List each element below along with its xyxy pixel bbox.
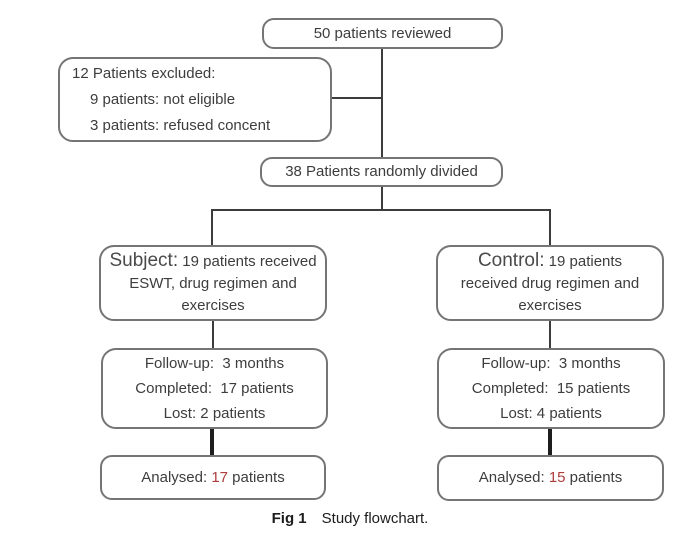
figure-caption-text: Study flowchart. bbox=[321, 510, 429, 527]
control-analysed-text: Analysed: 15 patients bbox=[479, 466, 622, 490]
control-group-line3: exercises bbox=[518, 296, 582, 314]
control-group-line2: received drug regimen and bbox=[460, 274, 640, 292]
subject-followup-box: Follow-up: 3 months Completed: 17 patien… bbox=[101, 348, 328, 429]
subject-group-label: Subject: bbox=[109, 249, 179, 271]
control-followup-box: Follow-up: 3 months Completed: 15 patien… bbox=[437, 348, 665, 429]
connector-split-to-control bbox=[549, 211, 551, 245]
connector-subject-to-followup bbox=[212, 321, 214, 348]
control-followup-lost: Lost: 4 patients bbox=[500, 405, 602, 422]
control-group-line1-text: 19 patients bbox=[548, 252, 623, 270]
control-analysed-suffix: patients bbox=[565, 469, 623, 486]
connector-excluded-branch bbox=[332, 97, 381, 99]
connector-reviewed-to-randomized bbox=[381, 49, 383, 157]
subject-group-line1-text: 19 patients received bbox=[182, 252, 317, 270]
connector-subject-followup-to-analysed bbox=[210, 429, 214, 455]
subject-analysed-text: Analysed: 17 patients bbox=[141, 466, 284, 490]
connector-randomized-to-split bbox=[381, 187, 383, 209]
control-analysed-prefix: Analysed: bbox=[478, 469, 549, 486]
control-followup-completed: Completed: 15 patients bbox=[471, 380, 631, 397]
connector-split-to-subject bbox=[211, 211, 213, 245]
subject-analysed-prefix: Analysed: bbox=[141, 468, 212, 486]
reviewed-text: 50 patients reviewed bbox=[313, 24, 452, 42]
excluded-title: 12 Patients excluded: bbox=[72, 64, 216, 82]
control-group-box: Control: 19 patients received drug regim… bbox=[436, 245, 664, 321]
subject-group-line2: ESWT, drug regimen and bbox=[129, 274, 297, 292]
connector-control-to-followup bbox=[549, 321, 551, 348]
control-analysed-count: 15 bbox=[548, 469, 566, 486]
excluded-item-refused-consent: 3 patients: refused concent bbox=[90, 116, 271, 134]
randomized-text: 38 Patients randomly divided bbox=[285, 163, 478, 180]
control-followup-duration: Follow-up: 3 months bbox=[481, 355, 621, 372]
control-analysed-box: Analysed: 15 patients bbox=[437, 455, 664, 501]
excluded-item-not-eligible: 9 patients: not eligible bbox=[90, 90, 236, 108]
subject-group-line3: exercises bbox=[181, 296, 245, 314]
subject-group-line1: Subject: 19 patients received bbox=[109, 250, 316, 273]
excluded-box: 12 Patients excluded: 9 patients: not el… bbox=[58, 57, 332, 142]
subject-analysed-box: Analysed: 17 patients bbox=[100, 455, 326, 500]
figure-caption-label: Fig 1 bbox=[271, 510, 307, 527]
connector-split-horizontal bbox=[211, 209, 551, 211]
subject-followup-lost: Lost: 2 patients bbox=[163, 405, 266, 422]
connector-control-followup-to-analysed bbox=[548, 429, 552, 455]
control-group-line1: Control: 19 patients bbox=[478, 250, 622, 273]
figure-caption: Fig 1 Study flowchart. bbox=[0, 510, 700, 527]
subject-followup-completed: Completed: 17 patients bbox=[135, 380, 294, 397]
control-group-label: Control: bbox=[477, 249, 545, 271]
randomized-box: 38 Patients randomly divided bbox=[260, 157, 503, 187]
subject-analysed-count: 17 bbox=[211, 468, 228, 486]
subject-followup-duration: Follow-up: 3 months bbox=[144, 355, 285, 372]
subject-group-box: Subject: 19 patients received ESWT, drug… bbox=[99, 245, 327, 321]
subject-analysed-suffix: patients bbox=[228, 468, 285, 486]
reviewed-box: 50 patients reviewed bbox=[262, 18, 503, 49]
